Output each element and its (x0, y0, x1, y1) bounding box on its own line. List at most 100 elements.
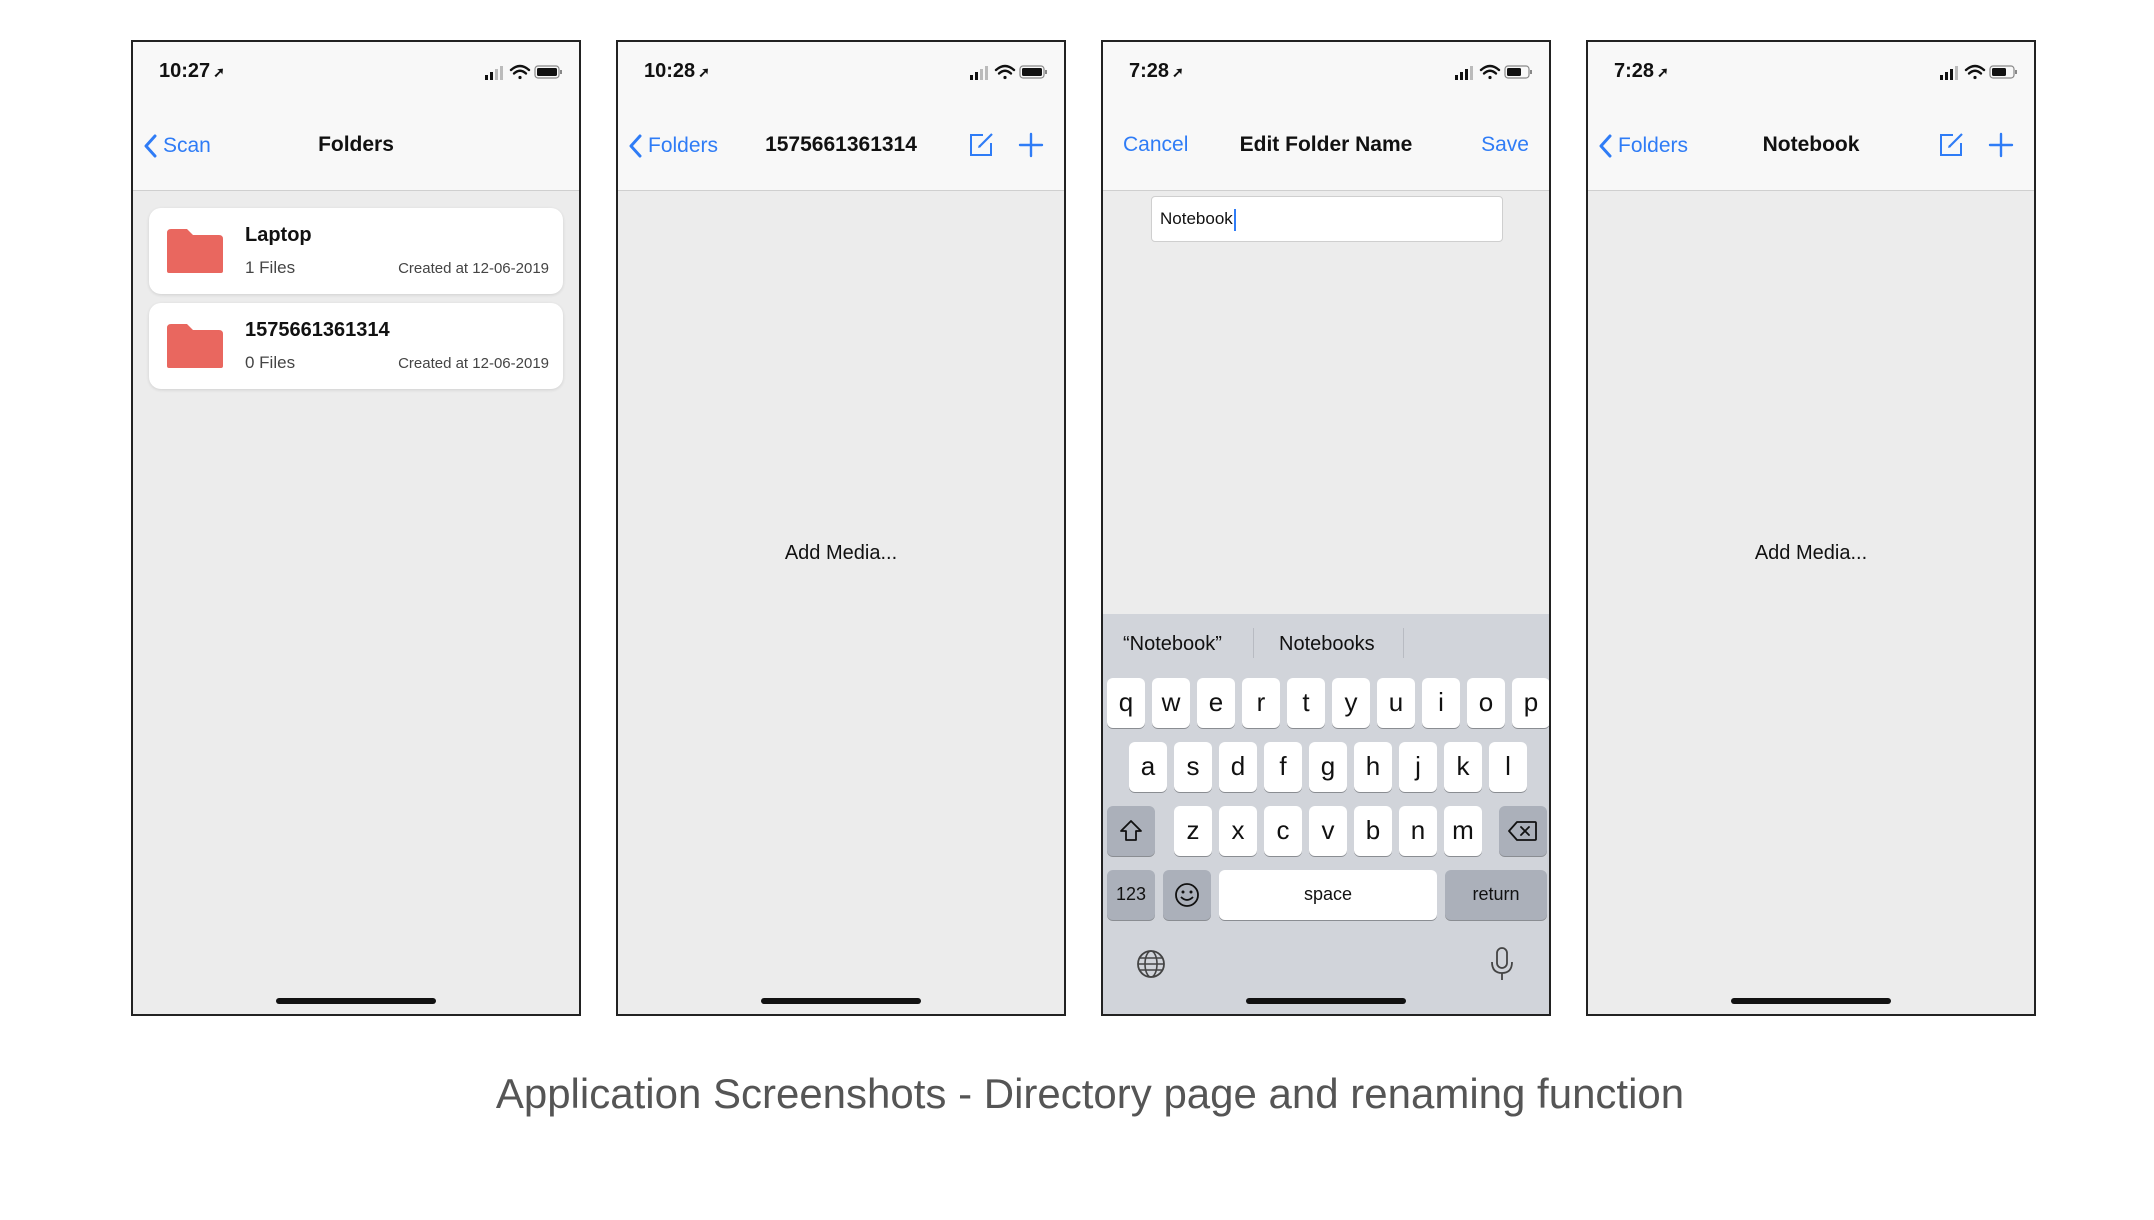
key[interactable]: r (1242, 678, 1280, 728)
status-time: 10:28➚ (644, 60, 710, 82)
edit-button[interactable] (1934, 128, 1968, 162)
navigation-bar: Scan Folders (133, 102, 579, 191)
key[interactable]: s (1174, 742, 1212, 792)
keyboard: “Notebook” Notebooks q w e r t y u i o p… (1103, 614, 1549, 1014)
status-icons (1455, 64, 1532, 80)
battery-icon (1989, 65, 2017, 79)
add-icon (1018, 132, 1044, 158)
add-media-placeholder[interactable]: Add Media... (784, 542, 898, 564)
wifi-icon (1479, 64, 1501, 80)
key[interactable]: w (1152, 678, 1190, 728)
battery-icon (534, 65, 562, 79)
emoji-icon (1175, 883, 1199, 907)
add-media-placeholder[interactable]: Add Media... (1754, 542, 1868, 564)
key[interactable]: y (1332, 678, 1370, 728)
figure-caption: Application Screenshots - Directory page… (495, 1070, 1685, 1117)
folder-file-count: 1 Files (245, 258, 296, 277)
phone-screen-renamed-folder: 7:28➚ Folders Notebook Add Media... (1586, 40, 2036, 1016)
folder-created-date: Created at 12-06-2019 (398, 260, 549, 277)
emoji-key[interactable] (1163, 870, 1211, 920)
numbers-key[interactable]: 123 (1107, 870, 1155, 920)
key[interactable]: m (1444, 806, 1482, 856)
home-indicator[interactable] (761, 998, 921, 1004)
key[interactable]: k (1444, 742, 1482, 792)
key[interactable]: l (1489, 742, 1527, 792)
cancel-button[interactable]: Cancel (1123, 133, 1189, 156)
key[interactable]: g (1309, 742, 1347, 792)
status-bar: 10:27➚ (133, 42, 579, 102)
folder-list-item[interactable]: 1575661361314 0 Files Created at 12-06-2… (149, 303, 563, 389)
microphone-button[interactable] (1487, 946, 1517, 982)
status-time: 10:27➚ (159, 60, 225, 82)
suggestion-divider (1253, 628, 1254, 658)
key[interactable]: c (1264, 806, 1302, 856)
navigation-bar: Folders Notebook (1588, 102, 2034, 191)
shift-key[interactable] (1107, 806, 1155, 856)
folder-name-input[interactable]: Notebook (1151, 196, 1503, 242)
key[interactable]: z (1174, 806, 1212, 856)
home-indicator[interactable] (1246, 998, 1406, 1004)
add-button[interactable] (1014, 128, 1048, 162)
key[interactable]: i (1422, 678, 1460, 728)
suggestion-alternate[interactable]: Notebooks (1279, 633, 1375, 655)
chevron-left-icon (144, 134, 157, 158)
globe-icon (1137, 950, 1165, 978)
folder-list-item[interactable]: Laptop 1 Files Created at 12-06-2019 (149, 208, 563, 294)
backspace-key[interactable] (1499, 806, 1547, 856)
save-button[interactable]: Save (1481, 133, 1529, 156)
back-button[interactable]: Folders (628, 131, 718, 161)
status-icons (1940, 64, 2017, 80)
folder-file-count: 0 Files (245, 353, 296, 372)
signal-icon (970, 66, 988, 80)
home-indicator[interactable] (276, 998, 436, 1004)
wifi-icon (994, 64, 1016, 80)
home-indicator[interactable] (1731, 998, 1891, 1004)
back-button[interactable]: Scan (143, 131, 211, 161)
location-arrow-icon: ➚ (1657, 64, 1669, 80)
edit-button[interactable] (964, 128, 998, 162)
key[interactable]: f (1264, 742, 1302, 792)
key[interactable]: j (1399, 742, 1437, 792)
status-bar: 7:28➚ (1103, 42, 1549, 102)
signal-icon (1940, 66, 1958, 80)
key[interactable]: u (1377, 678, 1415, 728)
space-key[interactable]: space (1219, 870, 1437, 920)
chevron-left-icon (1599, 134, 1612, 158)
phone-screen-edit-folder-name: 7:28➚ Cancel Edit Folder Name Save Noteb… (1101, 40, 1551, 1016)
key[interactable]: q (1107, 678, 1145, 728)
key[interactable]: p (1512, 678, 1549, 728)
key[interactable]: o (1467, 678, 1505, 728)
return-key[interactable]: return (1445, 870, 1547, 920)
key[interactable]: v (1309, 806, 1347, 856)
battery-icon (1504, 65, 1532, 79)
battery-icon (1019, 65, 1047, 79)
shift-icon (1120, 820, 1142, 841)
key[interactable]: d (1219, 742, 1257, 792)
suggestion-quoted[interactable]: “Notebook” (1123, 633, 1222, 655)
back-label: Scan (163, 134, 211, 157)
folder-icon (167, 229, 223, 273)
key[interactable]: t (1287, 678, 1325, 728)
status-icons (485, 64, 562, 80)
key[interactable]: e (1197, 678, 1235, 728)
signal-icon (1455, 66, 1473, 80)
status-time: 7:28➚ (1129, 60, 1184, 82)
suggestion-divider (1403, 628, 1404, 658)
folder-name: Laptop (245, 224, 312, 246)
globe-button[interactable] (1135, 948, 1167, 980)
phone-screen-folders: 10:27➚ Scan Folders Laptop 1 Files Creat… (131, 40, 581, 1016)
add-button[interactable] (1984, 128, 2018, 162)
microphone-icon (1491, 947, 1513, 980)
status-time: 7:28➚ (1614, 60, 1669, 82)
backspace-icon (1508, 821, 1537, 841)
wifi-icon (1964, 64, 1986, 80)
key[interactable]: n (1399, 806, 1437, 856)
edit-icon (970, 133, 993, 156)
back-button[interactable]: Folders (1598, 131, 1688, 161)
key[interactable]: a (1129, 742, 1167, 792)
key[interactable]: x (1219, 806, 1257, 856)
key[interactable]: b (1354, 806, 1392, 856)
key[interactable]: h (1354, 742, 1392, 792)
add-icon (1988, 132, 2014, 158)
location-arrow-icon: ➚ (698, 64, 710, 80)
